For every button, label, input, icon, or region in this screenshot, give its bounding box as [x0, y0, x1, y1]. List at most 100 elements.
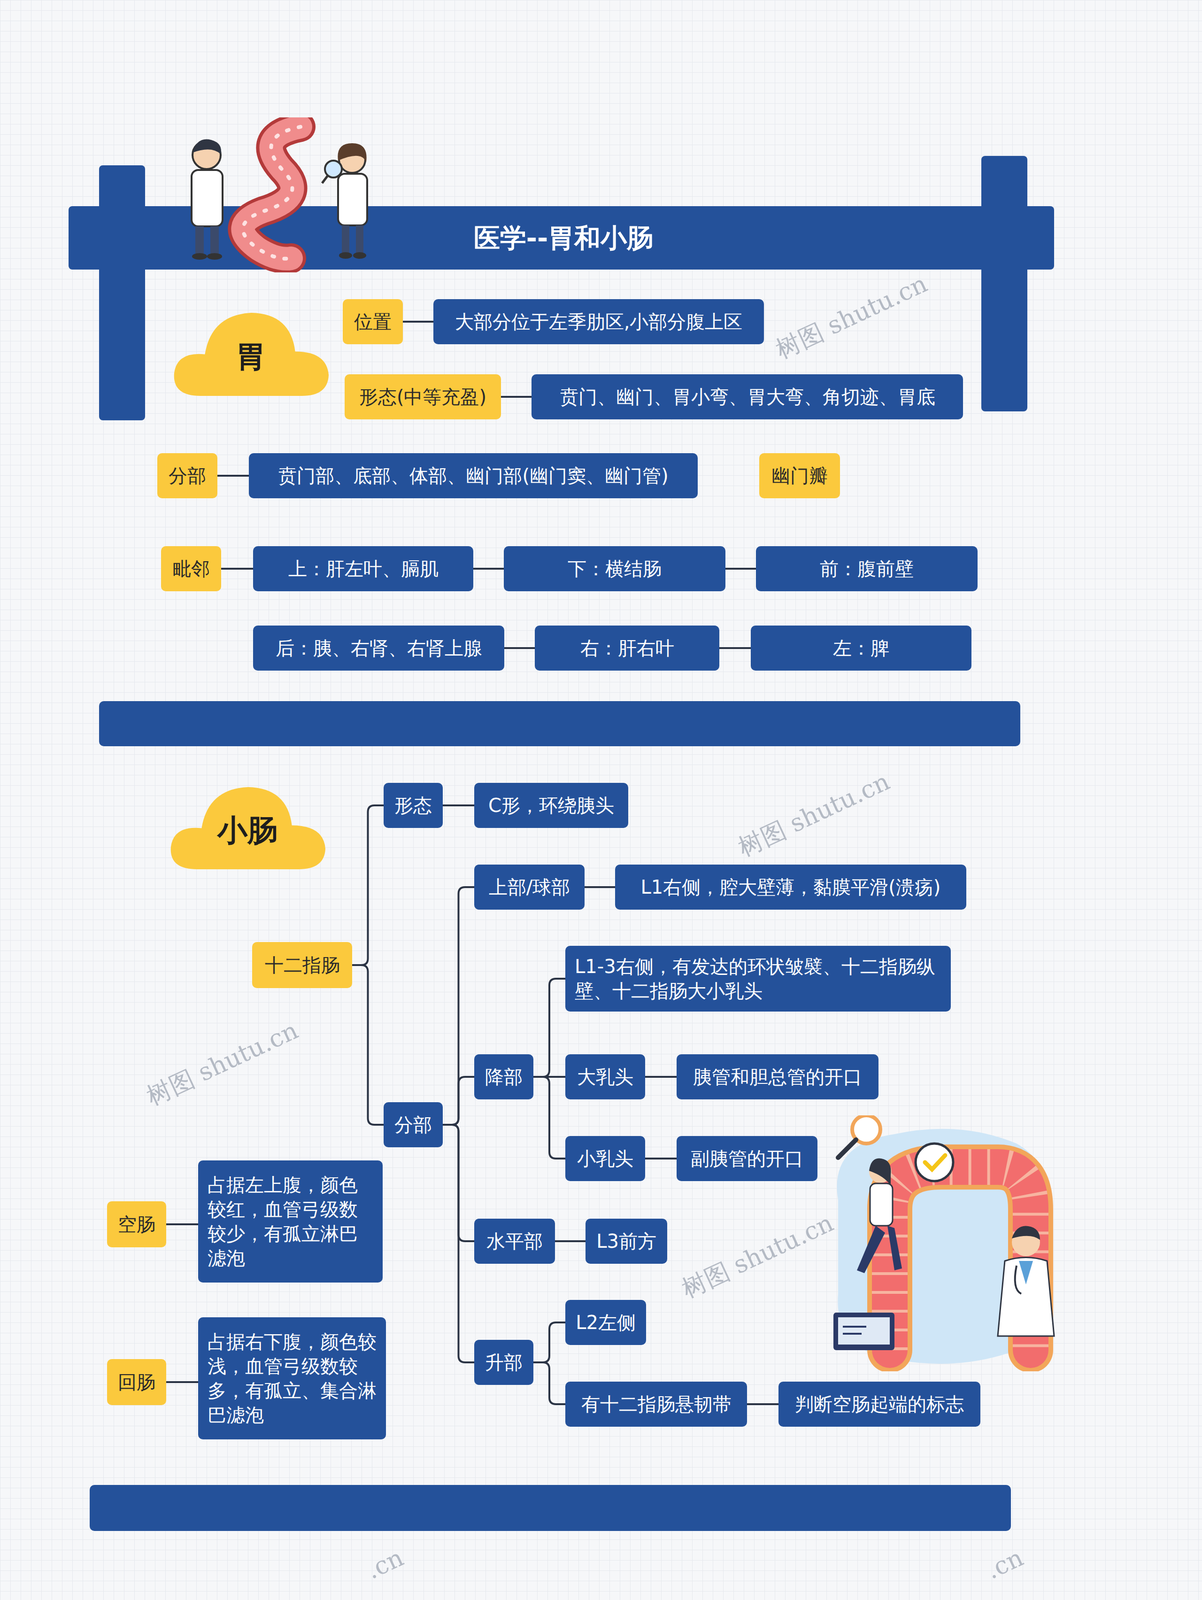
connector-line — [533, 1076, 566, 1159]
connector-line — [645, 1075, 677, 1078]
connector-line — [442, 886, 475, 1125]
connector-line — [500, 395, 532, 398]
connector-line — [473, 567, 504, 570]
info-box: 右：肝右叶 — [534, 625, 720, 671]
node-text: 形态(中等充盈) — [359, 384, 487, 409]
node-text: 分部 — [394, 1112, 432, 1137]
node-text: L2左侧 — [575, 1309, 636, 1335]
node-text: 胰管和胆总管的开口 — [693, 1064, 863, 1089]
info-box: L2左侧 — [565, 1299, 647, 1345]
info-box: 有十二指肠悬韧带 — [565, 1381, 748, 1427]
node-text: 位置 — [354, 309, 392, 334]
connector-line — [504, 647, 535, 649]
connector-line — [402, 320, 434, 323]
watermark: 树图 shutu.cn — [141, 1014, 304, 1113]
info-box: 降部 — [474, 1054, 534, 1100]
doctor-right — [322, 143, 368, 259]
info-box: 贲门部、底部、体部、幽门部(幽门窦、幽门管) — [248, 453, 698, 499]
text-box: L1-3右侧，有发达的环状皱襞、十二指肠纵壁、十二指肠大小乳头 — [565, 945, 951, 1012]
colon-illustration — [819, 1115, 1064, 1372]
cloud-heading: 胃 — [171, 306, 330, 396]
connector-line — [166, 1223, 199, 1226]
node-text: 贲门、幽门、胃小弯、胃大弯、角切迹、胃底 — [559, 384, 936, 409]
connector-line — [584, 886, 616, 888]
node-text: 大部分位于左季肋区,小部分腹上区 — [454, 309, 743, 334]
info-box: 左：脾 — [750, 625, 972, 671]
node-text: 十二指肠 — [264, 952, 340, 978]
node-text: 占据右下腹，颜色较浅，血管弓级数较多，有孤立、集合淋巴滤泡 — [207, 1329, 377, 1427]
frame-bar — [99, 165, 146, 421]
connector-line — [719, 647, 751, 649]
node-text: 空肠 — [117, 1211, 156, 1237]
info-box: 小乳头 — [565, 1135, 646, 1181]
connector-line — [442, 1124, 475, 1363]
node-text: 占据左上腹，颜色较红，血管弓级数较少，有孤立淋巴滤泡 — [207, 1172, 374, 1271]
category-tag: 位置 — [342, 299, 403, 345]
info-box: 贲门、幽门、胃小弯、胃大弯、角切迹、胃底 — [531, 374, 964, 420]
magnifier — [838, 1115, 881, 1158]
intestine-texture — [242, 126, 301, 259]
info-box: 判断空肠起端的标志 — [778, 1381, 981, 1427]
info-box: 上：肝左叶、膈肌 — [253, 546, 474, 592]
node-text: 升部 — [485, 1349, 523, 1375]
category-tag: 空肠 — [107, 1201, 167, 1248]
category-tag: 毗邻 — [161, 546, 222, 592]
connector-line — [533, 1362, 566, 1404]
info-box: 副胰管的开口 — [676, 1135, 818, 1181]
node-text: 副胰管的开口 — [690, 1146, 804, 1171]
text-box: 占据左上腹，颜色较红，血管弓级数较少，有孤立淋巴滤泡 — [198, 1160, 383, 1283]
monitor — [833, 1312, 895, 1350]
info-box: 大部分位于左季肋区,小部分腹上区 — [433, 299, 764, 345]
node-text: 大乳头 — [577, 1064, 634, 1089]
node-text: 前：腹前壁 — [819, 556, 914, 581]
watermark: 树图 shutu.cn — [732, 765, 895, 864]
category-tag: 十二指肠 — [252, 941, 353, 988]
cloud-fill — [170, 786, 326, 870]
node-text: 小乳头 — [577, 1146, 634, 1171]
category-tag: 幽门瓣 — [759, 453, 840, 499]
watermark: .cn — [362, 1542, 408, 1585]
info-box: 升部 — [474, 1339, 534, 1385]
category-tag: 回肠 — [107, 1358, 167, 1405]
node-text: 形态 — [394, 793, 432, 818]
info-box: 分部 — [383, 1101, 443, 1148]
doctor-left — [191, 139, 223, 260]
info-box: 大乳头 — [565, 1054, 646, 1100]
node-text: 胃 — [235, 337, 266, 377]
connector-line — [166, 1380, 199, 1383]
node-text: 贲门部、底部、体部、幽门部(幽门窦、幽门管) — [277, 463, 669, 488]
info-box: 胰管和胆总管的开口 — [676, 1054, 879, 1100]
cloud-heading: 小肠 — [168, 780, 327, 870]
connector-line — [442, 1076, 475, 1125]
node-text: 下：横结肠 — [567, 556, 662, 581]
info-box: 后：胰、右肾、右肾上腺 — [253, 625, 505, 671]
node-text: L3前方 — [596, 1228, 657, 1254]
connector-line — [352, 964, 384, 1125]
node-text: L1-3右侧，有发达的环状皱襞、十二指肠纵壁、十二指肠大小乳头 — [574, 954, 942, 1003]
connector-line — [725, 567, 756, 570]
info-box: 形态 — [383, 782, 443, 828]
intestine — [242, 126, 301, 259]
info-box: L3前方 — [585, 1218, 668, 1264]
cloud-fill — [174, 312, 329, 396]
info-box: 下：横结肠 — [503, 546, 726, 592]
category-tag: 形态(中等充盈) — [344, 374, 501, 420]
node-text: 回肠 — [117, 1369, 156, 1395]
info-box: C形，环绕胰头 — [474, 782, 629, 828]
node-text: 上部/球部 — [488, 874, 571, 900]
node-text: 右：肝右叶 — [580, 635, 675, 661]
watermark: 树图 shutu.cn — [770, 267, 933, 367]
connector-line — [533, 978, 566, 1077]
connector-line — [352, 805, 384, 965]
node-text: 有十二指肠悬韧带 — [581, 1391, 732, 1417]
node-text: 水平部 — [486, 1228, 543, 1254]
node-text: 左：脾 — [832, 635, 890, 661]
node-text: 后：胰、右肾、右肾上腺 — [275, 635, 483, 661]
text-box: 占据右下腹，颜色较浅，血管弓级数较多，有孤立、集合淋巴滤泡 — [198, 1317, 386, 1440]
doctors-illustration — [183, 117, 386, 273]
node-text: C形，环绕胰头 — [488, 793, 615, 818]
info-box: L1右侧，腔大壁薄，黏膜平滑(溃疡) — [615, 864, 967, 910]
node-text: 降部 — [485, 1064, 523, 1089]
info-box: 上部/球部 — [474, 864, 585, 910]
watermark: .cn — [981, 1542, 1028, 1585]
